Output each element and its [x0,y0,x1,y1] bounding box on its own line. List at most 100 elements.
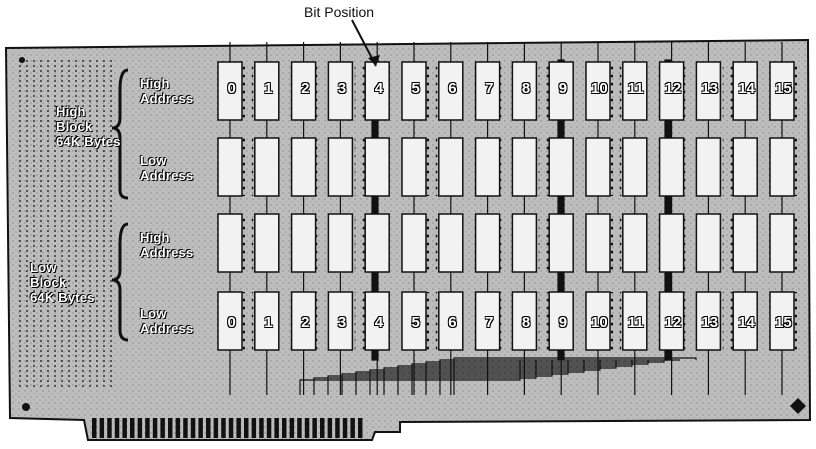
ram-chip [658,137,685,197]
chip-pins [619,62,623,120]
ram-chip [474,213,501,273]
bit-position-arrowhead [368,55,380,66]
chip-pins [278,138,282,196]
connector-finger [244,418,249,438]
trace [313,360,537,395]
brace [111,222,129,342]
chip-pins [546,62,550,120]
chip-pins [730,62,734,120]
chip-pins [325,62,329,120]
chip-pins [278,214,282,272]
connector-finger [130,418,135,438]
bit-number-bottom-4: 4 [374,314,384,331]
chip-pins [362,292,366,350]
chip-pins [536,214,540,272]
connector-finger [145,418,150,438]
bit-number-bottom-8: 8 [521,314,531,331]
chip-pins [619,138,623,196]
chip-pins [251,138,255,196]
ram-chip [585,137,611,197]
chip-pins [242,138,245,196]
chip-pins [462,214,466,272]
chip-pins [656,214,660,272]
chip-pins [767,138,770,196]
chip-pins [215,62,218,120]
chip-pins [352,214,356,272]
chip-pins [251,292,255,350]
chip-pins [462,138,466,196]
brace [111,68,129,200]
ram-chip [364,213,390,273]
chip-pins [362,214,366,272]
chip-pins [509,62,513,120]
chip-pins [757,62,761,120]
chip-pins [435,214,439,272]
chip-pins [325,138,329,196]
chip-pins [499,138,503,196]
chip-pins [288,214,292,272]
connector-finger [236,418,241,438]
ram-chip [364,137,390,197]
ram-chip [511,213,538,273]
chip-pins [499,214,503,272]
ram-chip [327,213,354,273]
chip-pins [215,138,218,196]
ram-chip [401,213,427,273]
chip-pins [499,292,503,350]
connector-finger [122,418,127,438]
bit-number-bottom-9: 9 [558,314,568,331]
bit-number-top-9: 9 [558,80,568,97]
chip-pins [693,214,697,272]
chip-pins [610,138,613,196]
trace [397,360,633,395]
chip-pins [352,138,356,196]
ram-chip [548,137,574,197]
trace [341,360,569,395]
bit-number-top-6: 6 [448,80,457,97]
bit-number-bottom-15: 15 [775,314,792,331]
bit-number-bottom-1: 1 [264,314,273,331]
connector-finger [312,418,317,438]
bit-number-bottom-3: 3 [337,314,347,331]
chip-pins [242,292,245,350]
row-label-low-address-2: Low Address [140,306,194,336]
bit-number-bottom-13: 13 [701,314,719,331]
ram-chip [585,213,611,273]
chip-pins [288,292,292,350]
ram-chip [364,61,390,121]
chip-pins [693,138,697,196]
bit-number-bottom-0: 0 [227,314,236,331]
connector-finger [274,418,279,438]
connector-finger [297,418,302,438]
ram-chip [548,61,574,121]
chip-pins [251,62,255,120]
chip-pins [389,292,393,350]
chip-pins [352,62,356,120]
chip-pins [325,214,329,272]
mounting-hole [790,398,806,414]
bit-number-bottom-5: 5 [411,314,420,331]
chip-pins [767,214,770,272]
chip-pins [315,214,319,272]
bit-number-bottom-10: 10 [591,314,608,331]
chip-pins [242,214,245,272]
chip-pins [325,292,329,350]
chip-pins [730,292,734,350]
ram-chip [438,213,464,273]
ram-chip [290,291,317,351]
chip-pins [278,292,282,350]
chip-pins [573,138,577,196]
bit-number-bottom-14: 14 [738,314,755,331]
ram-chip [769,213,795,273]
chip-pins [757,292,761,350]
ram-chip [290,213,317,273]
ram-chip [658,61,685,121]
trace [369,360,601,395]
bit-number-top-0: 0 [227,80,236,97]
chip-pins [399,214,402,272]
connector-finger [198,418,203,438]
ram-chip [622,213,648,273]
chip-pins [288,138,292,196]
chip-pins [462,292,466,350]
bit-number-bottom-6: 6 [448,314,457,331]
